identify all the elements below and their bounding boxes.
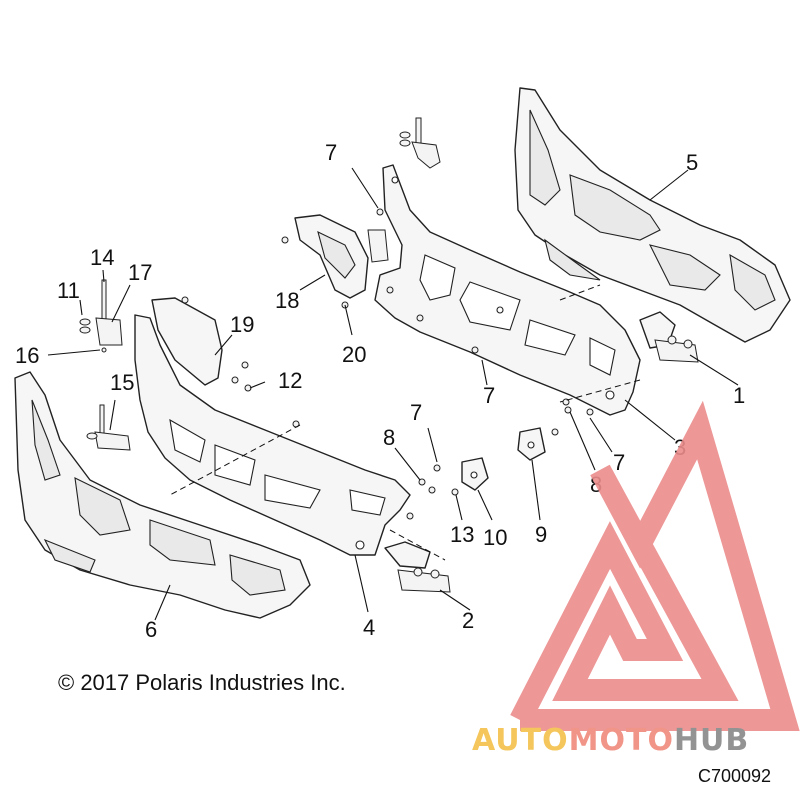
part-2-bracket (384, 541, 451, 593)
callout-9: 9 (535, 522, 547, 547)
alignment-lines (169, 284, 641, 561)
small-fasteners (181, 208, 594, 520)
hardware-left (79, 279, 131, 451)
callout-1: 1 (733, 383, 745, 408)
leader-lines (47, 167, 739, 621)
callout-17: 17 (128, 260, 152, 285)
brand-auto: AUTO (472, 723, 569, 758)
brand-hub: HUB (674, 723, 749, 758)
callout-8-a: 8 (383, 425, 395, 450)
callout-11: 11 (57, 278, 80, 303)
copyright-text: © 2017 Polaris Industries Inc. (58, 670, 346, 695)
part-4-front-plate (134, 314, 411, 556)
part-9-bracket (517, 427, 546, 461)
callout-7-c: 7 (613, 450, 625, 475)
callout-15: 15 (110, 370, 134, 395)
callout-20: 20 (342, 342, 366, 367)
callout-12: 12 (278, 368, 302, 393)
callout-16: 16 (15, 343, 39, 368)
part-18-shield (294, 214, 369, 299)
brand-moto: MOTO (569, 723, 674, 758)
callout-18: 18 (275, 288, 299, 313)
callout-7-b: 7 (483, 383, 495, 408)
callout-7-d: 7 (410, 400, 422, 425)
callout-4: 4 (363, 615, 375, 640)
callout-labels: 1 2 3 4 5 6 7 7 7 7 8 8 9 10 11 12 13 14… (15, 140, 745, 642)
part-6-front-guard (14, 371, 311, 619)
callout-2: 2 (462, 608, 474, 633)
part-10-bracket (461, 457, 489, 491)
callout-13: 13 (450, 522, 474, 547)
callout-6: 6 (145, 617, 157, 642)
part-5-rear-guard (514, 87, 791, 343)
part-19-plate (151, 297, 223, 386)
callout-10: 10 (483, 525, 507, 550)
part-1-bracket (639, 311, 699, 363)
callout-14: 14 (90, 245, 114, 270)
callout-5: 5 (686, 150, 698, 175)
callout-7-a: 7 (325, 140, 337, 165)
svg-text:AUTOMOTOHUB: AUTOMOTOHUB (472, 723, 749, 758)
figure-id: C700092 (698, 766, 771, 786)
automotohub-logo: AUTOMOTOHUB (472, 400, 800, 758)
hardware-top-bracket (367, 117, 441, 263)
callout-19: 19 (230, 312, 254, 337)
part-3-rear-plate (374, 164, 641, 416)
